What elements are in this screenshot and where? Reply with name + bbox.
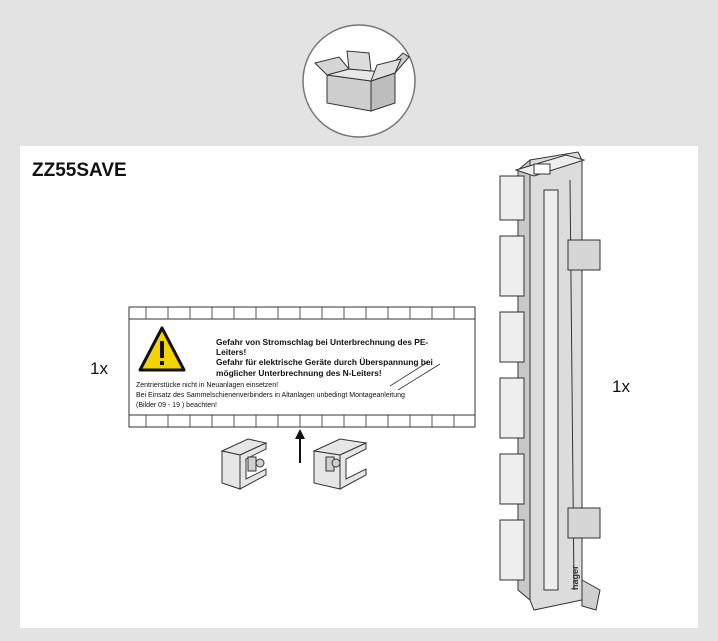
warning-line-4: möglicher Unterbrechnung des N-Leiters!	[216, 368, 382, 378]
rail-brand-text: hager	[570, 565, 580, 590]
label-quantity: 1x	[90, 359, 108, 378]
note-line-1: Zentrierstücke nicht in Neuanlagen einse…	[136, 382, 279, 389]
header-band	[0, 0, 718, 146]
busbar-connector-rail: hager	[499, 151, 601, 611]
note-line-2: Bei Einsatz des Sammelschienenverbinders…	[136, 392, 405, 399]
centering-clip-right	[312, 438, 368, 490]
warning-line-1: Gefahr von Stromschlag bei Unterbrechnun…	[216, 337, 429, 347]
warning-line-2: Leiters!	[216, 347, 247, 357]
warning-label-sticker	[128, 306, 476, 428]
product-code: ZZ55SAVE	[32, 160, 127, 181]
note-line-3: (Bilder 09 - 19 ) beachten!	[136, 402, 217, 409]
centering-clip-left	[220, 438, 268, 490]
warning-line-3: Gefahr für elektrische Geräte durch Über…	[216, 357, 433, 367]
content-panel: ZZ55SAVE 1x 1x	[20, 146, 698, 628]
centering-clips-illustration	[220, 429, 368, 490]
rail-quantity: 1x	[612, 377, 630, 396]
arrow-up-icon	[295, 429, 305, 463]
warning-triangle-icon	[138, 326, 186, 372]
open-box-icon	[302, 24, 416, 138]
